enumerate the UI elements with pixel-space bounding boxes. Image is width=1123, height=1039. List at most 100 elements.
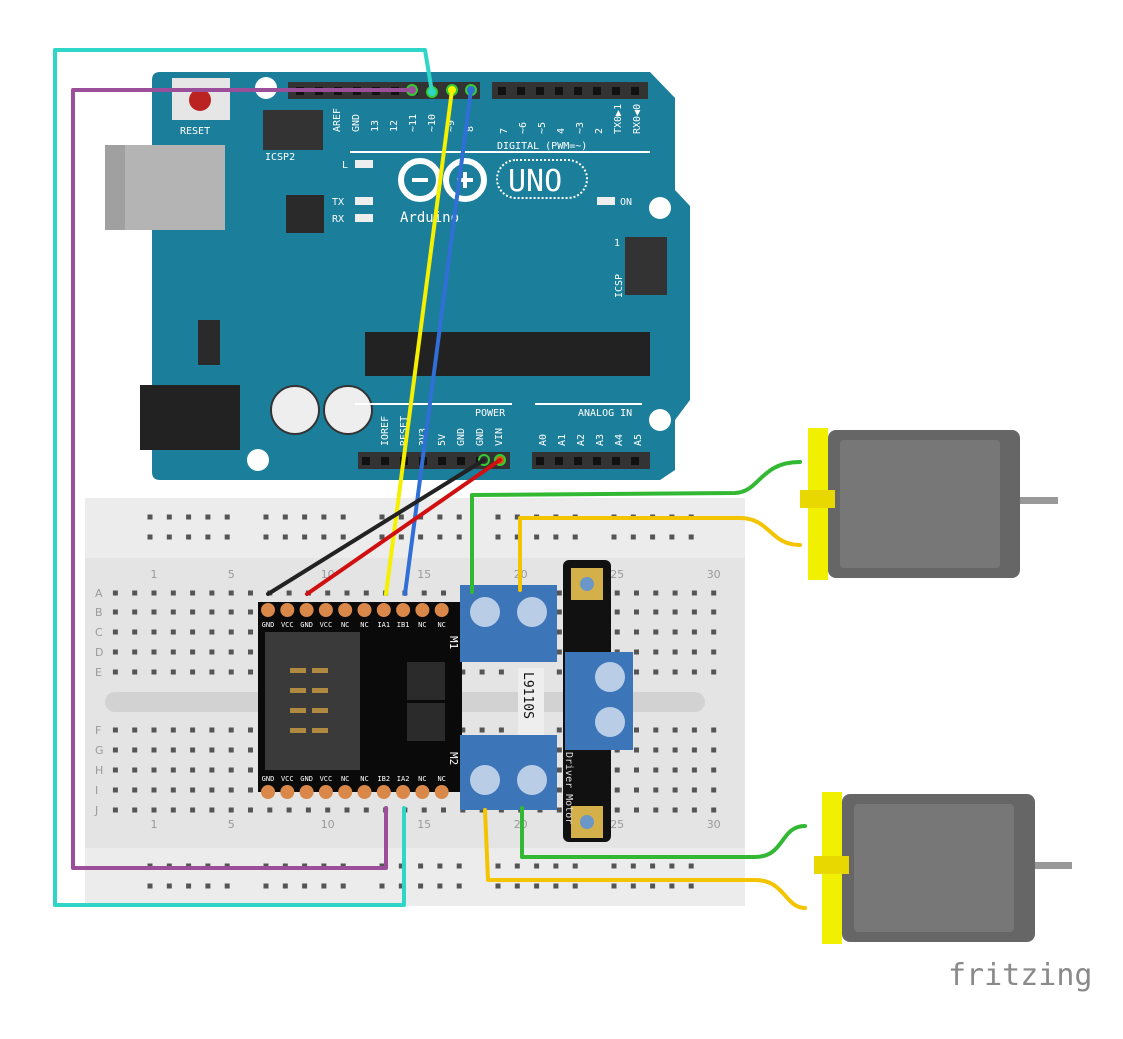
rail-hole[interactable] xyxy=(282,534,288,540)
rail-hole[interactable] xyxy=(495,883,501,889)
breadboard-hole[interactable] xyxy=(614,609,620,615)
header-socket[interactable] xyxy=(457,457,465,465)
rail-hole[interactable] xyxy=(669,883,675,889)
breadboard-hole[interactable] xyxy=(653,590,659,596)
breadboard-hole[interactable] xyxy=(132,649,138,655)
breadboard-hole[interactable] xyxy=(556,767,562,773)
breadboard-hole[interactable] xyxy=(441,590,446,596)
rail-hole[interactable] xyxy=(611,883,617,889)
breadboard-hole[interactable] xyxy=(228,767,234,773)
breadboard-hole[interactable] xyxy=(228,609,234,615)
driver-pin[interactable] xyxy=(415,603,430,617)
breadboard-hole[interactable] xyxy=(614,787,620,793)
rail-hole[interactable] xyxy=(166,883,172,889)
breadboard-hole[interactable] xyxy=(556,669,562,675)
breadboard-hole[interactable] xyxy=(228,649,234,655)
rail-hole[interactable] xyxy=(166,534,172,540)
breadboard-hole[interactable] xyxy=(132,629,138,635)
rail-hole[interactable] xyxy=(263,883,269,889)
rail-hole[interactable] xyxy=(302,514,308,520)
driver-pin[interactable] xyxy=(318,785,333,799)
terminal-block-power[interactable] xyxy=(565,652,633,750)
breadboard-hole[interactable] xyxy=(711,649,717,655)
breadboard-hole[interactable] xyxy=(305,807,311,813)
breadboard-hole[interactable] xyxy=(672,727,678,733)
rail-hole[interactable] xyxy=(456,514,462,520)
breadboard-hole[interactable] xyxy=(653,609,659,615)
wire-red[interactable] xyxy=(305,458,502,596)
breadboard-hole[interactable] xyxy=(190,590,196,596)
breadboard-hole[interactable] xyxy=(170,727,176,733)
driver-pin[interactable] xyxy=(280,603,295,617)
rail-hole[interactable] xyxy=(205,534,211,540)
breadboard-hole[interactable] xyxy=(170,767,176,773)
rail-hole[interactable] xyxy=(147,514,153,520)
driver-pin[interactable] xyxy=(376,603,391,617)
rail-hole[interactable] xyxy=(398,883,404,889)
rail-hole[interactable] xyxy=(650,863,656,869)
breadboard-hole[interactable] xyxy=(711,669,717,675)
rail-hole[interactable] xyxy=(514,514,520,520)
breadboard-hole[interactable] xyxy=(634,629,639,635)
rail-hole[interactable] xyxy=(321,514,327,520)
rail-hole[interactable] xyxy=(340,514,346,520)
breadboard-hole[interactable] xyxy=(556,787,562,793)
rail-hole[interactable] xyxy=(340,534,346,540)
rail-hole[interactable] xyxy=(147,883,153,889)
breadboard-hole[interactable] xyxy=(711,629,717,635)
breadboard-hole[interactable] xyxy=(170,609,176,615)
breadboard-hole[interactable] xyxy=(132,727,138,733)
rail-hole[interactable] xyxy=(437,534,443,540)
rail-hole[interactable] xyxy=(534,883,540,889)
rail-hole[interactable] xyxy=(224,514,230,520)
rail-hole[interactable] xyxy=(572,534,578,540)
rail-hole[interactable] xyxy=(437,883,443,889)
rail-hole[interactable] xyxy=(553,534,559,540)
rail-hole[interactable] xyxy=(611,863,617,869)
breadboard-hole[interactable] xyxy=(190,747,196,753)
breadboard-hole[interactable] xyxy=(653,669,659,675)
breadboard-hole[interactable] xyxy=(691,727,697,733)
breadboard-hole[interactable] xyxy=(248,649,253,655)
breadboard-hole[interactable] xyxy=(132,609,138,615)
breadboard-hole[interactable] xyxy=(711,767,717,773)
driver-pin[interactable] xyxy=(357,785,372,799)
rail-hole[interactable] xyxy=(166,514,172,520)
rail-hole[interactable] xyxy=(282,514,288,520)
breadboard-hole[interactable] xyxy=(151,807,157,813)
breadboard-hole[interactable] xyxy=(691,669,697,675)
driver-pin[interactable] xyxy=(299,785,314,799)
breadboard-hole[interactable] xyxy=(228,787,234,793)
breadboard-hole[interactable] xyxy=(691,629,697,635)
rail-hole[interactable] xyxy=(418,863,424,869)
terminal-block-m1[interactable] xyxy=(460,585,557,662)
breadboard-hole[interactable] xyxy=(132,590,138,596)
rail-hole[interactable] xyxy=(553,883,559,889)
breadboard-hole[interactable] xyxy=(112,747,118,753)
breadboard-hole[interactable] xyxy=(634,609,639,615)
breadboard-hole[interactable] xyxy=(267,807,273,813)
driver-pin[interactable] xyxy=(338,785,353,799)
breadboard-hole[interactable] xyxy=(151,649,157,655)
rail-hole[interactable] xyxy=(456,883,462,889)
wire-yellow[interactable] xyxy=(384,88,454,596)
breadboard-hole[interactable] xyxy=(190,807,196,813)
header-socket[interactable] xyxy=(362,457,370,465)
breadboard-hole[interactable] xyxy=(672,807,678,813)
breadboard-hole[interactable] xyxy=(248,629,253,635)
driver-pin[interactable] xyxy=(434,603,449,617)
breadboard-hole[interactable] xyxy=(190,767,196,773)
rail-hole[interactable] xyxy=(205,514,211,520)
breadboard-hole[interactable] xyxy=(209,747,215,753)
rail-hole[interactable] xyxy=(263,534,269,540)
breadboard-hole[interactable] xyxy=(634,747,639,753)
rail-hole[interactable] xyxy=(514,883,520,889)
breadboard-hole[interactable] xyxy=(228,727,234,733)
breadboard-hole[interactable] xyxy=(151,787,157,793)
wire-purple[interactable] xyxy=(71,88,414,870)
breadboard-hole[interactable] xyxy=(248,590,253,596)
breadboard-hole[interactable] xyxy=(325,807,331,813)
breadboard-hole[interactable] xyxy=(209,807,215,813)
breadboard-hole[interactable] xyxy=(556,590,562,596)
breadboard-hole[interactable] xyxy=(711,727,717,733)
